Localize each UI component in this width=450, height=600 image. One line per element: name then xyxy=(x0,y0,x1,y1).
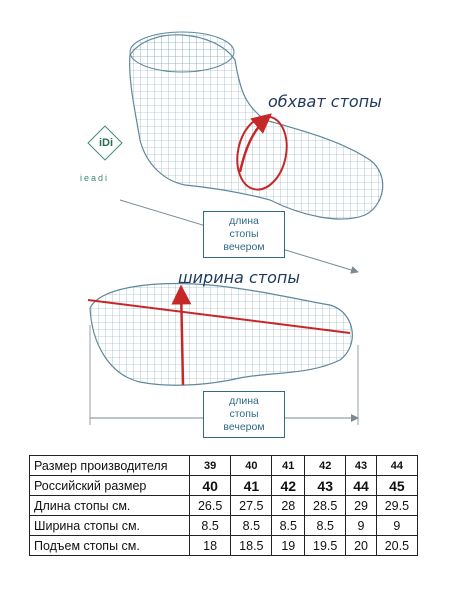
table-cell: 19.5 xyxy=(304,535,347,556)
table-cell: 40 xyxy=(188,475,232,496)
table-cell: 26.5 xyxy=(188,495,232,516)
foot-length-axis xyxy=(87,299,351,334)
table-cell: 40 xyxy=(230,455,273,476)
length-label-line: длина xyxy=(229,395,259,407)
size-table: Размер производителя 39 40 41 42 43 44 Р… xyxy=(29,455,419,556)
foot-diagram xyxy=(87,31,384,425)
length-label-line: стопы xyxy=(229,228,259,240)
row-label: Размер производителя xyxy=(29,455,190,476)
table-cell: 29.5 xyxy=(375,495,419,516)
table-cell: 19 xyxy=(271,535,306,556)
table-cell: 8.5 xyxy=(304,515,347,536)
table-cell: 44 xyxy=(345,475,377,496)
table-cell: 18.5 xyxy=(230,535,273,556)
girth-label: обхват стопы xyxy=(268,92,382,111)
width-arrow xyxy=(171,284,192,386)
table-row: Подъем стопы см. 18 18.5 19 19.5 20 20.5 xyxy=(29,535,419,556)
row-label: Подъем стопы см. xyxy=(29,535,190,556)
row-label: Ширина стопы см. xyxy=(29,515,190,536)
table-row: Размер производителя 39 40 41 42 43 44 xyxy=(29,455,419,476)
length-label-line: стопы xyxy=(229,408,259,420)
table-cell: 28 xyxy=(271,495,306,516)
table-cell: 43 xyxy=(345,455,377,476)
side-view-foot xyxy=(129,31,384,220)
table-cell: 27.5 xyxy=(230,495,273,516)
table-cell: 43 xyxy=(304,475,347,496)
length-label-bottom: длина стопы вечером xyxy=(203,391,285,438)
table-cell: 41 xyxy=(230,475,273,496)
table-cell: 42 xyxy=(271,475,306,496)
length-label-line: вечером xyxy=(223,421,265,433)
table-row: Российский размер 40 41 42 43 44 45 xyxy=(29,475,419,496)
row-label: Российский размер xyxy=(29,475,190,496)
length-label-top: длина стопы вечером xyxy=(203,211,285,258)
table-cell: 8.5 xyxy=(188,515,232,536)
table-cell: 28.5 xyxy=(304,495,347,516)
table-cell: 9 xyxy=(345,515,377,536)
table-row: Ширина стопы см. 8.5 8.5 8.5 8.5 9 9 xyxy=(29,515,419,536)
length-label-line: вечером xyxy=(223,241,265,253)
table-cell: 8.5 xyxy=(271,515,306,536)
girth-arrow xyxy=(238,113,272,173)
brand-logo-text: ieadi xyxy=(80,173,110,183)
logo-mark: iDi xyxy=(99,137,114,149)
table-cell: 29 xyxy=(345,495,377,516)
table-cell: 42 xyxy=(304,455,347,476)
length-label-line: длина xyxy=(229,215,259,227)
table-cell: 9 xyxy=(375,515,419,536)
table-cell: 20.5 xyxy=(375,535,419,556)
table-cell: 8.5 xyxy=(230,515,273,536)
table-cell: 18 xyxy=(188,535,232,556)
table-cell: 20 xyxy=(345,535,377,556)
table-cell: 41 xyxy=(271,455,306,476)
width-label: ширина стопы xyxy=(178,268,300,287)
plantar-view-foot xyxy=(89,282,353,386)
table-cell: 44 xyxy=(375,455,419,476)
row-label: Длина стопы см. xyxy=(29,495,190,516)
logo-diamond xyxy=(87,125,123,161)
table-row: Длина стопы см. 26.5 27.5 28 28.5 29 29.… xyxy=(29,495,419,516)
table-cell: 39 xyxy=(188,455,232,476)
table-cell: 45 xyxy=(375,475,419,496)
